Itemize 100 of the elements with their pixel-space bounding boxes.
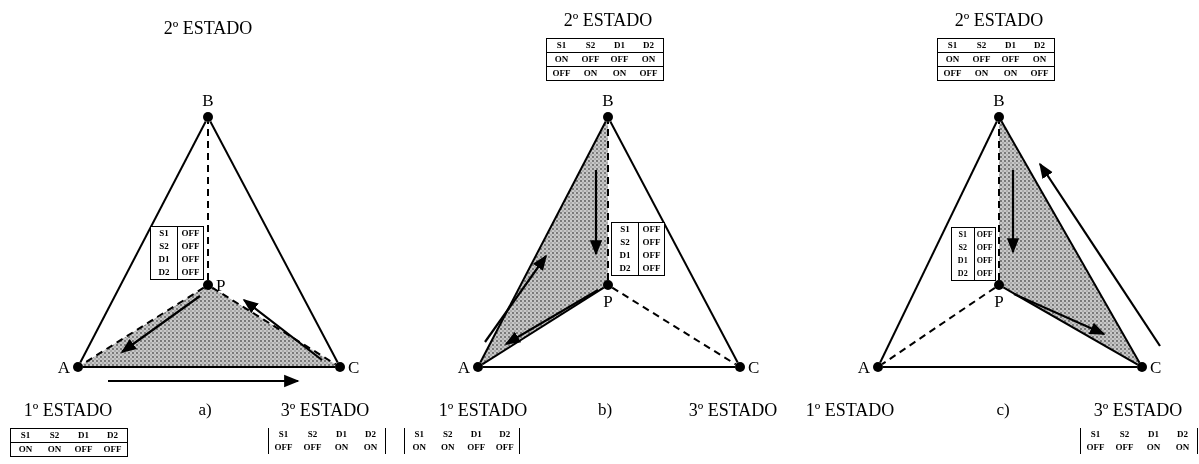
line	[79, 120, 207, 364]
state-heading: 3º ESTADO	[1093, 400, 1183, 421]
table-cell-text: ON	[362, 441, 379, 454]
line	[609, 120, 739, 364]
table-cell: OFF	[177, 253, 203, 266]
table-cell-text: D1	[157, 253, 171, 266]
table-cell: OFF	[576, 52, 605, 66]
table-cell-text: S2	[619, 236, 631, 249]
state-heading: 1º ESTADO	[438, 400, 528, 421]
table-cell: OFF	[605, 52, 634, 66]
state-heading: 3º ESTADO	[688, 400, 778, 421]
state-table	[546, 38, 664, 81]
table-cell-text: D1	[335, 428, 348, 441]
table-cell-text: ON	[1174, 441, 1191, 454]
dashed-line	[607, 121, 609, 281]
table-cell-text: ON	[440, 441, 456, 454]
table-cell-text: D2	[642, 39, 655, 52]
vertex-letter: P	[994, 293, 1004, 310]
table-cell: OFF	[98, 442, 127, 456]
table-cell-text: D1	[77, 429, 90, 442]
table-cell-text: S1	[1089, 428, 1102, 441]
table-cell-text: ON	[333, 441, 350, 454]
table-cell-text: OFF	[494, 441, 515, 454]
table-cell: ON	[576, 66, 605, 80]
panel-label: 2º ESTADO	[163, 18, 253, 39]
table-cell-text: D1	[469, 428, 483, 441]
table-cell: OFF	[177, 240, 203, 253]
line	[879, 120, 998, 364]
table-cell-text: D1	[1147, 428, 1160, 441]
table-cell-text: S2	[48, 429, 61, 442]
table-cell-text: S2	[975, 39, 988, 52]
table-cell: ON	[11, 442, 40, 456]
table-cell: OFF	[973, 267, 995, 280]
vertex-letter: B	[202, 92, 214, 109]
line	[481, 286, 605, 366]
vertex-letter: A	[457, 358, 470, 376]
vertex-letter: B	[602, 92, 614, 109]
vertex-letter: B	[993, 92, 1005, 109]
vertex-letter: P	[603, 293, 613, 310]
table-cell: OFF	[177, 266, 203, 279]
dashed-line	[611, 286, 737, 366]
table-cell-text: S1	[19, 429, 32, 442]
table-cell: OFF	[1025, 66, 1054, 80]
table-cell-text: D2	[618, 262, 632, 275]
state-table	[951, 227, 996, 281]
panel-label: a)	[198, 400, 212, 420]
table-cell-text: OFF	[302, 441, 323, 454]
table-cell: OFF	[638, 236, 664, 249]
table-cell-text: S1	[957, 229, 968, 241]
state-table	[937, 38, 1055, 81]
table-cell-text: OFF	[1114, 441, 1135, 454]
table-cell-text: S1	[277, 428, 290, 441]
table-cell-text: D2	[106, 429, 119, 442]
table-cell: OFF	[638, 262, 664, 275]
dashed-line	[881, 286, 996, 366]
table-cell: OFF	[967, 52, 996, 66]
table-cell: OFF	[547, 66, 576, 80]
table-cell: ON	[938, 52, 967, 66]
table-cell: ON	[996, 66, 1025, 80]
state-heading: 1º ESTADO	[805, 400, 895, 421]
table-cell-text: D1	[618, 249, 632, 262]
state-heading: 2º ESTADO	[954, 10, 1044, 31]
table-cell: OFF	[973, 228, 995, 241]
table-cell-text: S2	[957, 242, 968, 254]
table-cell-text: D1	[956, 255, 969, 267]
table-cell: ON	[634, 52, 663, 66]
table-cell-text: S2	[1118, 428, 1131, 441]
table-cell-text: OFF	[273, 441, 294, 454]
table-cell: ON	[1025, 52, 1054, 66]
table-cell: ON	[967, 66, 996, 80]
table-cell-text: ON	[411, 441, 427, 454]
vertex-letter: C	[1150, 358, 1162, 376]
table-cell: ON	[40, 442, 69, 456]
table-cell: OFF	[638, 249, 664, 262]
table-cell: OFF	[938, 66, 967, 80]
table-cell-text: S1	[946, 39, 959, 52]
vertex-letter: A	[857, 358, 870, 376]
line	[482, 366, 736, 368]
panel-label: b)	[597, 400, 613, 420]
table-cell: OFF	[638, 223, 664, 236]
table-cell-text: D2	[157, 266, 171, 279]
table-cell-text: S1	[158, 227, 170, 240]
state-table	[150, 226, 204, 280]
line	[209, 120, 339, 364]
table-cell-text: S2	[442, 428, 454, 441]
vertex-letter: C	[348, 358, 360, 376]
table-cell-text: D2	[1033, 39, 1046, 52]
state-table	[611, 222, 665, 276]
table-cell: ON	[547, 52, 576, 66]
state-heading: 1º ESTADO	[23, 400, 113, 421]
table-cell: OFF	[177, 227, 203, 240]
dashed-line	[998, 121, 1000, 281]
table-cell: OFF	[69, 442, 98, 456]
dashed-line	[211, 286, 337, 366]
table-cell-text: D2	[498, 428, 512, 441]
table-cell-text: S1	[619, 223, 631, 236]
state-heading: 2º ESTADO	[563, 10, 653, 31]
dashed-line	[207, 121, 209, 281]
table-cell-text: D2	[364, 428, 377, 441]
table-cell-text: S2	[158, 240, 170, 253]
